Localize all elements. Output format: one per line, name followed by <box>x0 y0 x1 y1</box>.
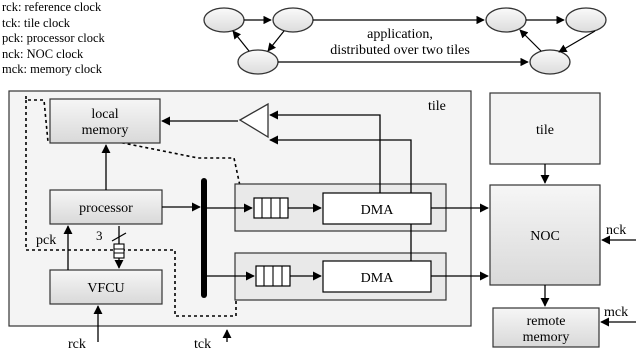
tck-label: tck <box>194 337 211 352</box>
legend-item-pck: pck: processor clock <box>2 31 105 46</box>
vfcu-label: VFCU <box>87 281 124 296</box>
local-memory-label-line1: local <box>91 107 118 122</box>
bus-width-label: 3 <box>96 228 103 243</box>
noc-label: NOC <box>530 229 560 244</box>
application-graph: application, distributed over two tiles <box>203 7 607 75</box>
interconnect-bus <box>201 178 207 298</box>
local-memory-label-line2: memory <box>82 123 129 138</box>
legend-item-nck: nck: NOC clock <box>2 46 84 61</box>
dma-bottom-label: DMA <box>361 271 395 286</box>
app-task-node <box>485 7 527 33</box>
app-task-node <box>237 49 279 75</box>
mck-label: mck <box>604 305 628 320</box>
remote-memory-label-line2: memory <box>523 330 570 345</box>
app-label-line2: distributed over two tiles <box>330 43 470 58</box>
nck-label: nck <box>606 223 626 238</box>
processor-label: processor <box>79 201 133 216</box>
local-memory-block <box>49 98 161 144</box>
vfcu-block <box>49 269 163 305</box>
app-label-line1: application, <box>367 27 433 42</box>
remote-memory-label-line1: remote <box>527 314 566 329</box>
clock-domain-boundary <box>25 96 241 317</box>
legend-item-rck: rck: reference clock <box>2 0 102 14</box>
processor-block <box>49 189 163 225</box>
buffer-triangle <box>238 102 269 139</box>
remote-memory-block <box>492 307 600 348</box>
vfcu-register <box>113 243 125 259</box>
external-tile-label: tile <box>536 123 554 138</box>
legend-item-tck: tck: tile clock <box>2 15 71 30</box>
legend-item-mck: mck: memory clock <box>2 62 102 77</box>
rck-label: rck <box>68 337 86 352</box>
pck-label: pck <box>36 233 56 248</box>
app-task-node <box>272 7 314 33</box>
noc-block <box>489 184 601 286</box>
tile-label: tile <box>428 99 446 114</box>
clock-legend: rck: reference clock tck: tile clock pck… <box>2 0 105 78</box>
app-task-node <box>565 7 607 33</box>
app-task-node <box>203 7 245 33</box>
app-task-node <box>529 49 571 75</box>
external-tile-block <box>489 92 601 165</box>
dma-top-label: DMA <box>361 203 395 218</box>
